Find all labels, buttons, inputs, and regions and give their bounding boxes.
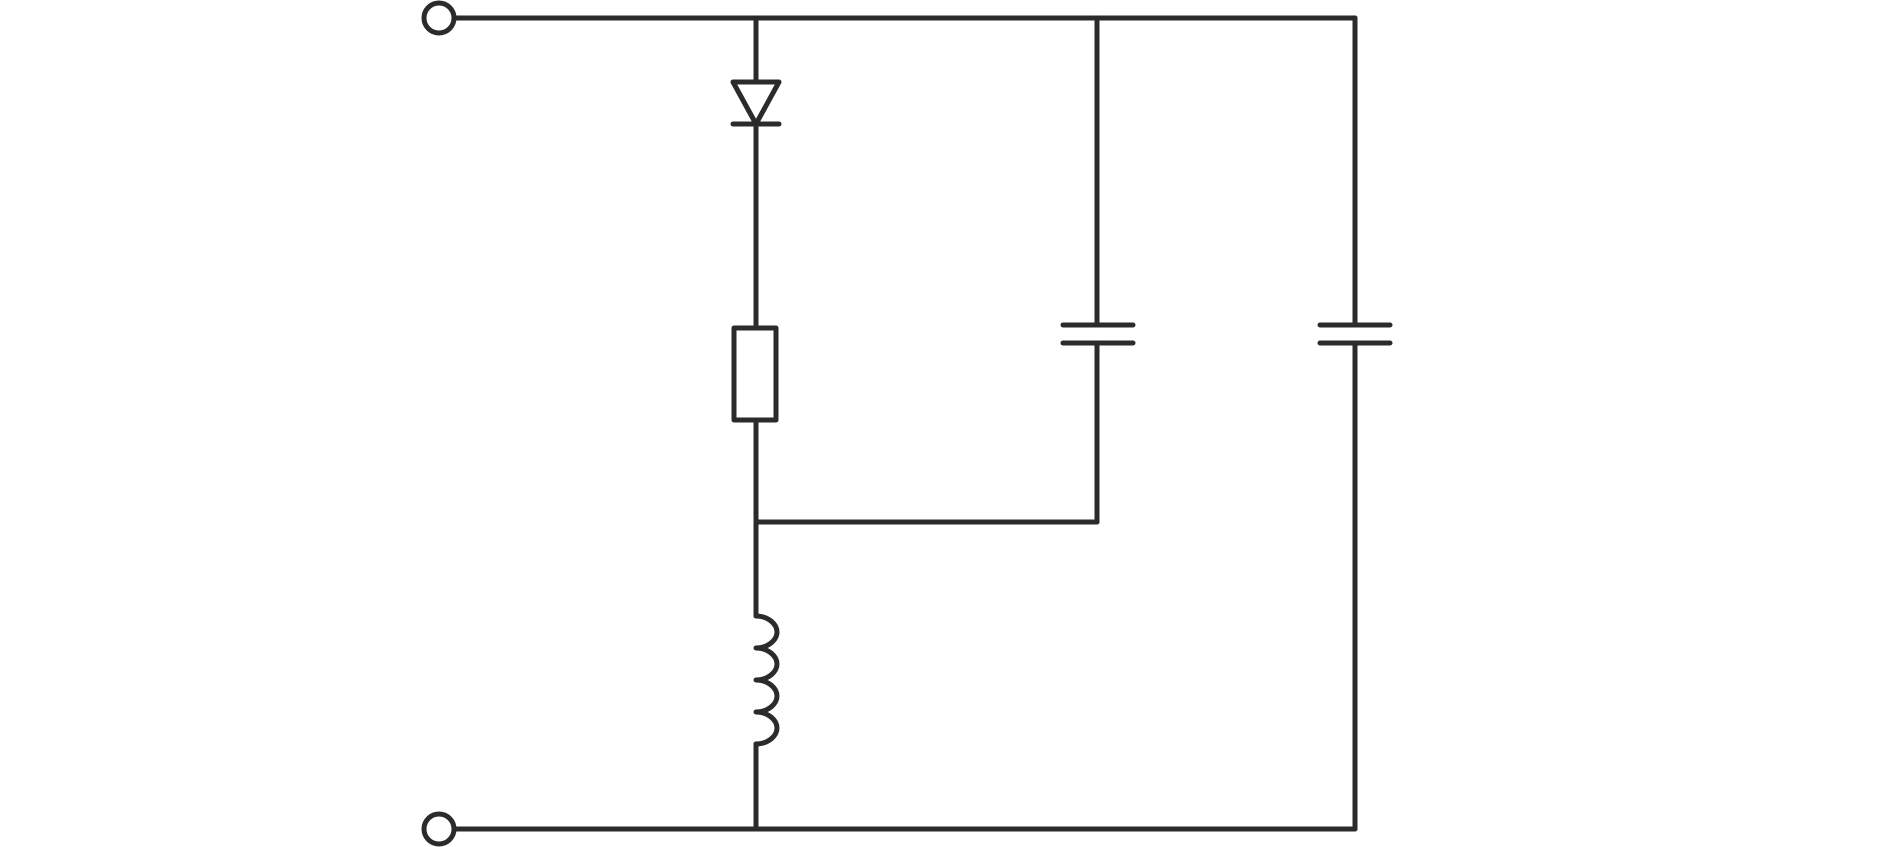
capacitor-1 (1060, 322, 1136, 346)
terminal-top (421, 0, 457, 36)
diode (730, 79, 782, 127)
diode-triangle (730, 79, 782, 127)
capacitor-2 (1317, 322, 1393, 346)
terminal-bottom (421, 811, 457, 847)
resistor (731, 325, 779, 423)
inductor (753, 613, 780, 747)
